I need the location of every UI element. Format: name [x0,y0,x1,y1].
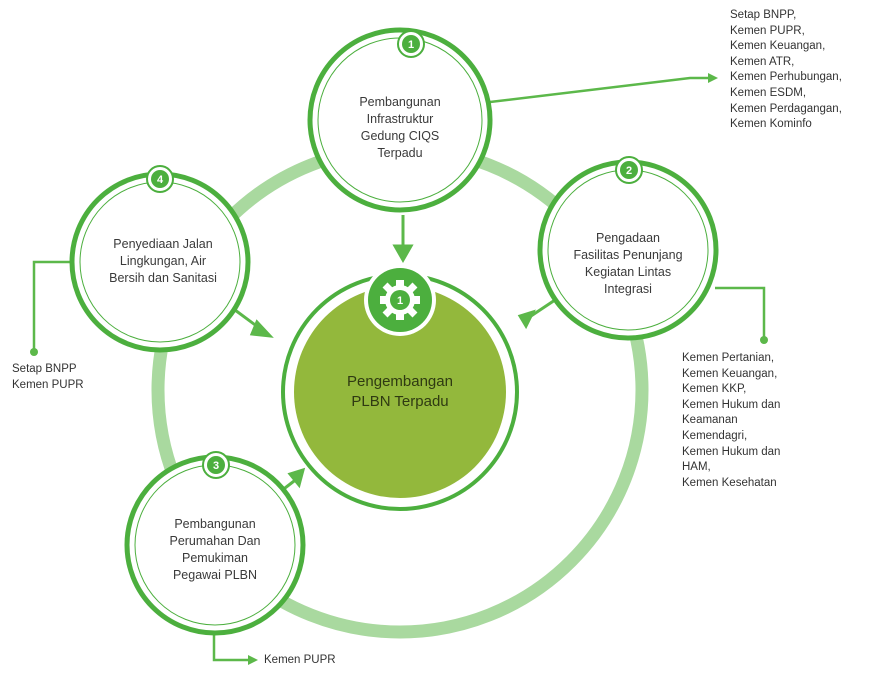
badge-number-2: 2 [626,165,632,177]
agency-list-4: Setap BNPP Kemen PUPR [12,362,84,393]
badge-gear-icon-1: 1 [397,30,425,58]
node-1-line: Infrastruktur [366,112,434,126]
node-3-line: Pemukiman [182,551,248,565]
agency-item: Kemen Hukum dan [682,445,781,458]
node-3-line: Perumahan Dan [169,534,261,548]
agency-item: Kemen Pertanian, [682,352,775,364]
node-2-label: Pengadaan Fasilitas Penunjang Kegiatan L… [553,230,703,298]
agency-item: Kemen Hukum dan [682,398,781,411]
agency-item: Kemen PUPR [264,654,336,666]
agency-list-2: Kemen Pertanian, Kemen Keuangan, Kemen K… [682,351,780,491]
node-2-line: Kegiatan Lintas [584,265,672,279]
node-1-line: Terpadu [377,146,423,160]
agency-item: Kemen Kesehatan [682,476,777,489]
center-title: Pengembangan PLBN Terpadu [320,372,480,412]
node-4-line: Bersih dan Sanitasi [109,271,217,285]
badge-gear-icon-2: 2 [615,156,643,184]
agency-item: Kemendagri, [682,429,748,442]
badge-number-3: 3 [213,460,219,472]
node-3-label: Pembangunan Perumahan Dan Pemukiman Pega… [145,516,285,584]
agency-item: Setap BNPP [12,363,77,375]
agency-item: Kemen Kominfo [730,118,812,131]
node-4-label: Penyediaan Jalan Lingkungan, Air Bersih … [88,236,238,287]
badge-number-1: 1 [408,39,414,51]
connector-arrowhead [248,655,258,665]
agency-item: Setap BNPP, [730,9,797,21]
agency-item: Kemen Keuangan, [682,367,778,380]
center-title-line: PLBN Terpadu [351,393,449,410]
connector-dot [30,348,38,356]
node-4-line: Penyediaan Jalan [113,237,213,251]
node-1-line: Pembangunan [359,95,441,109]
node-2-line: Fasilitas Penunjang [573,248,683,262]
connector-lines [32,76,766,662]
center-title-line: Pengembangan [347,373,453,390]
agency-item: Kemen ESDM, [730,86,807,99]
agency-item: HAM, [682,461,711,474]
node-1-line: Gedung CIQS [360,129,440,143]
agency-item: Kemen PUPR, [730,24,805,37]
badge-number-4: 4 [157,174,164,186]
badge-gear-icon-3: 3 [202,451,230,479]
agency-item: Kemen KKP, [682,383,747,396]
center-gear-icon: 1 [364,264,436,336]
node-4-line: Lingkungan, Air [119,254,207,268]
node-2-line: Integrasi [604,282,652,296]
center-badge-number: 1 [397,295,403,307]
node-3-line: Pembangunan [174,517,256,531]
agency-list-3: Kemen PUPR [264,653,336,669]
center-circle [294,286,506,498]
node-1-label: Pembangunan Infrastruktur Gedung CIQS Te… [330,94,470,162]
agency-item: Kemen Perdagangan, [730,102,842,115]
agency-item: Kemen Perhubungan, [730,71,842,84]
agency-item: Kemen Keuangan, [730,40,826,53]
agency-item: Keamanan [682,414,738,427]
node-2-line: Pengadaan [596,231,660,245]
agency-item: Kemen ATR, [730,55,795,68]
badge-gear-icon-4: 4 [146,165,174,193]
connector-dot [760,336,768,344]
agency-list-1: Setap BNPP, Kemen PUPR, Kemen Keuangan, … [730,8,842,133]
agency-item: Kemen PUPR [12,378,84,391]
connector-arrowhead [708,73,718,83]
node-3-line: Pegawai PLBN [172,568,258,582]
